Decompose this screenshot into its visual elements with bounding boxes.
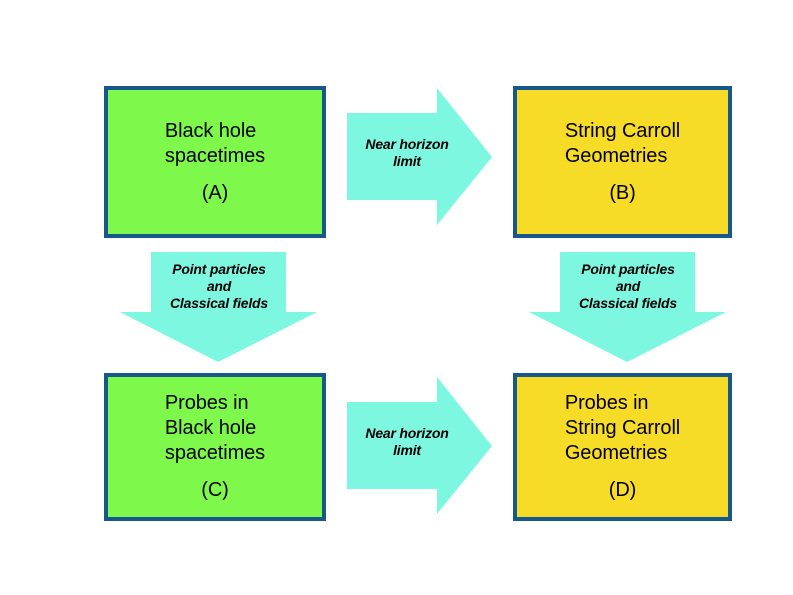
node-box-d[interactable]: Probes in String Carroll Geometries (D) <box>513 373 732 521</box>
node-b-text: String Carroll Geometries <box>564 119 681 167</box>
node-box-a[interactable]: Black hole spacetimes (A) <box>104 86 326 238</box>
node-box-b[interactable]: String Carroll Geometries (B) <box>513 86 732 238</box>
arrow-label-c-to-d: Near horizon limit <box>365 425 449 458</box>
node-a-label: (A) <box>201 181 229 204</box>
node-d-text: Probes in String Carroll Geometries <box>564 392 681 464</box>
arrow-label-a-to-c: Point particles and Classical fields <box>170 261 268 311</box>
node-c-text: Probes in Black hole spacetimes <box>164 392 266 464</box>
node-d-label: (D) <box>608 479 637 501</box>
arrow-label-b-to-d: Point particles and Classical fields <box>579 261 677 311</box>
node-c-label: (C) <box>201 479 229 501</box>
node-box-c[interactable]: Probes in Black hole spacetimes (C) <box>104 373 326 521</box>
node-b-label: (B) <box>609 181 636 204</box>
node-a-text: Black hole spacetimes <box>164 119 266 167</box>
arrow-label-a-to-b: Near horizon limit <box>365 136 449 169</box>
